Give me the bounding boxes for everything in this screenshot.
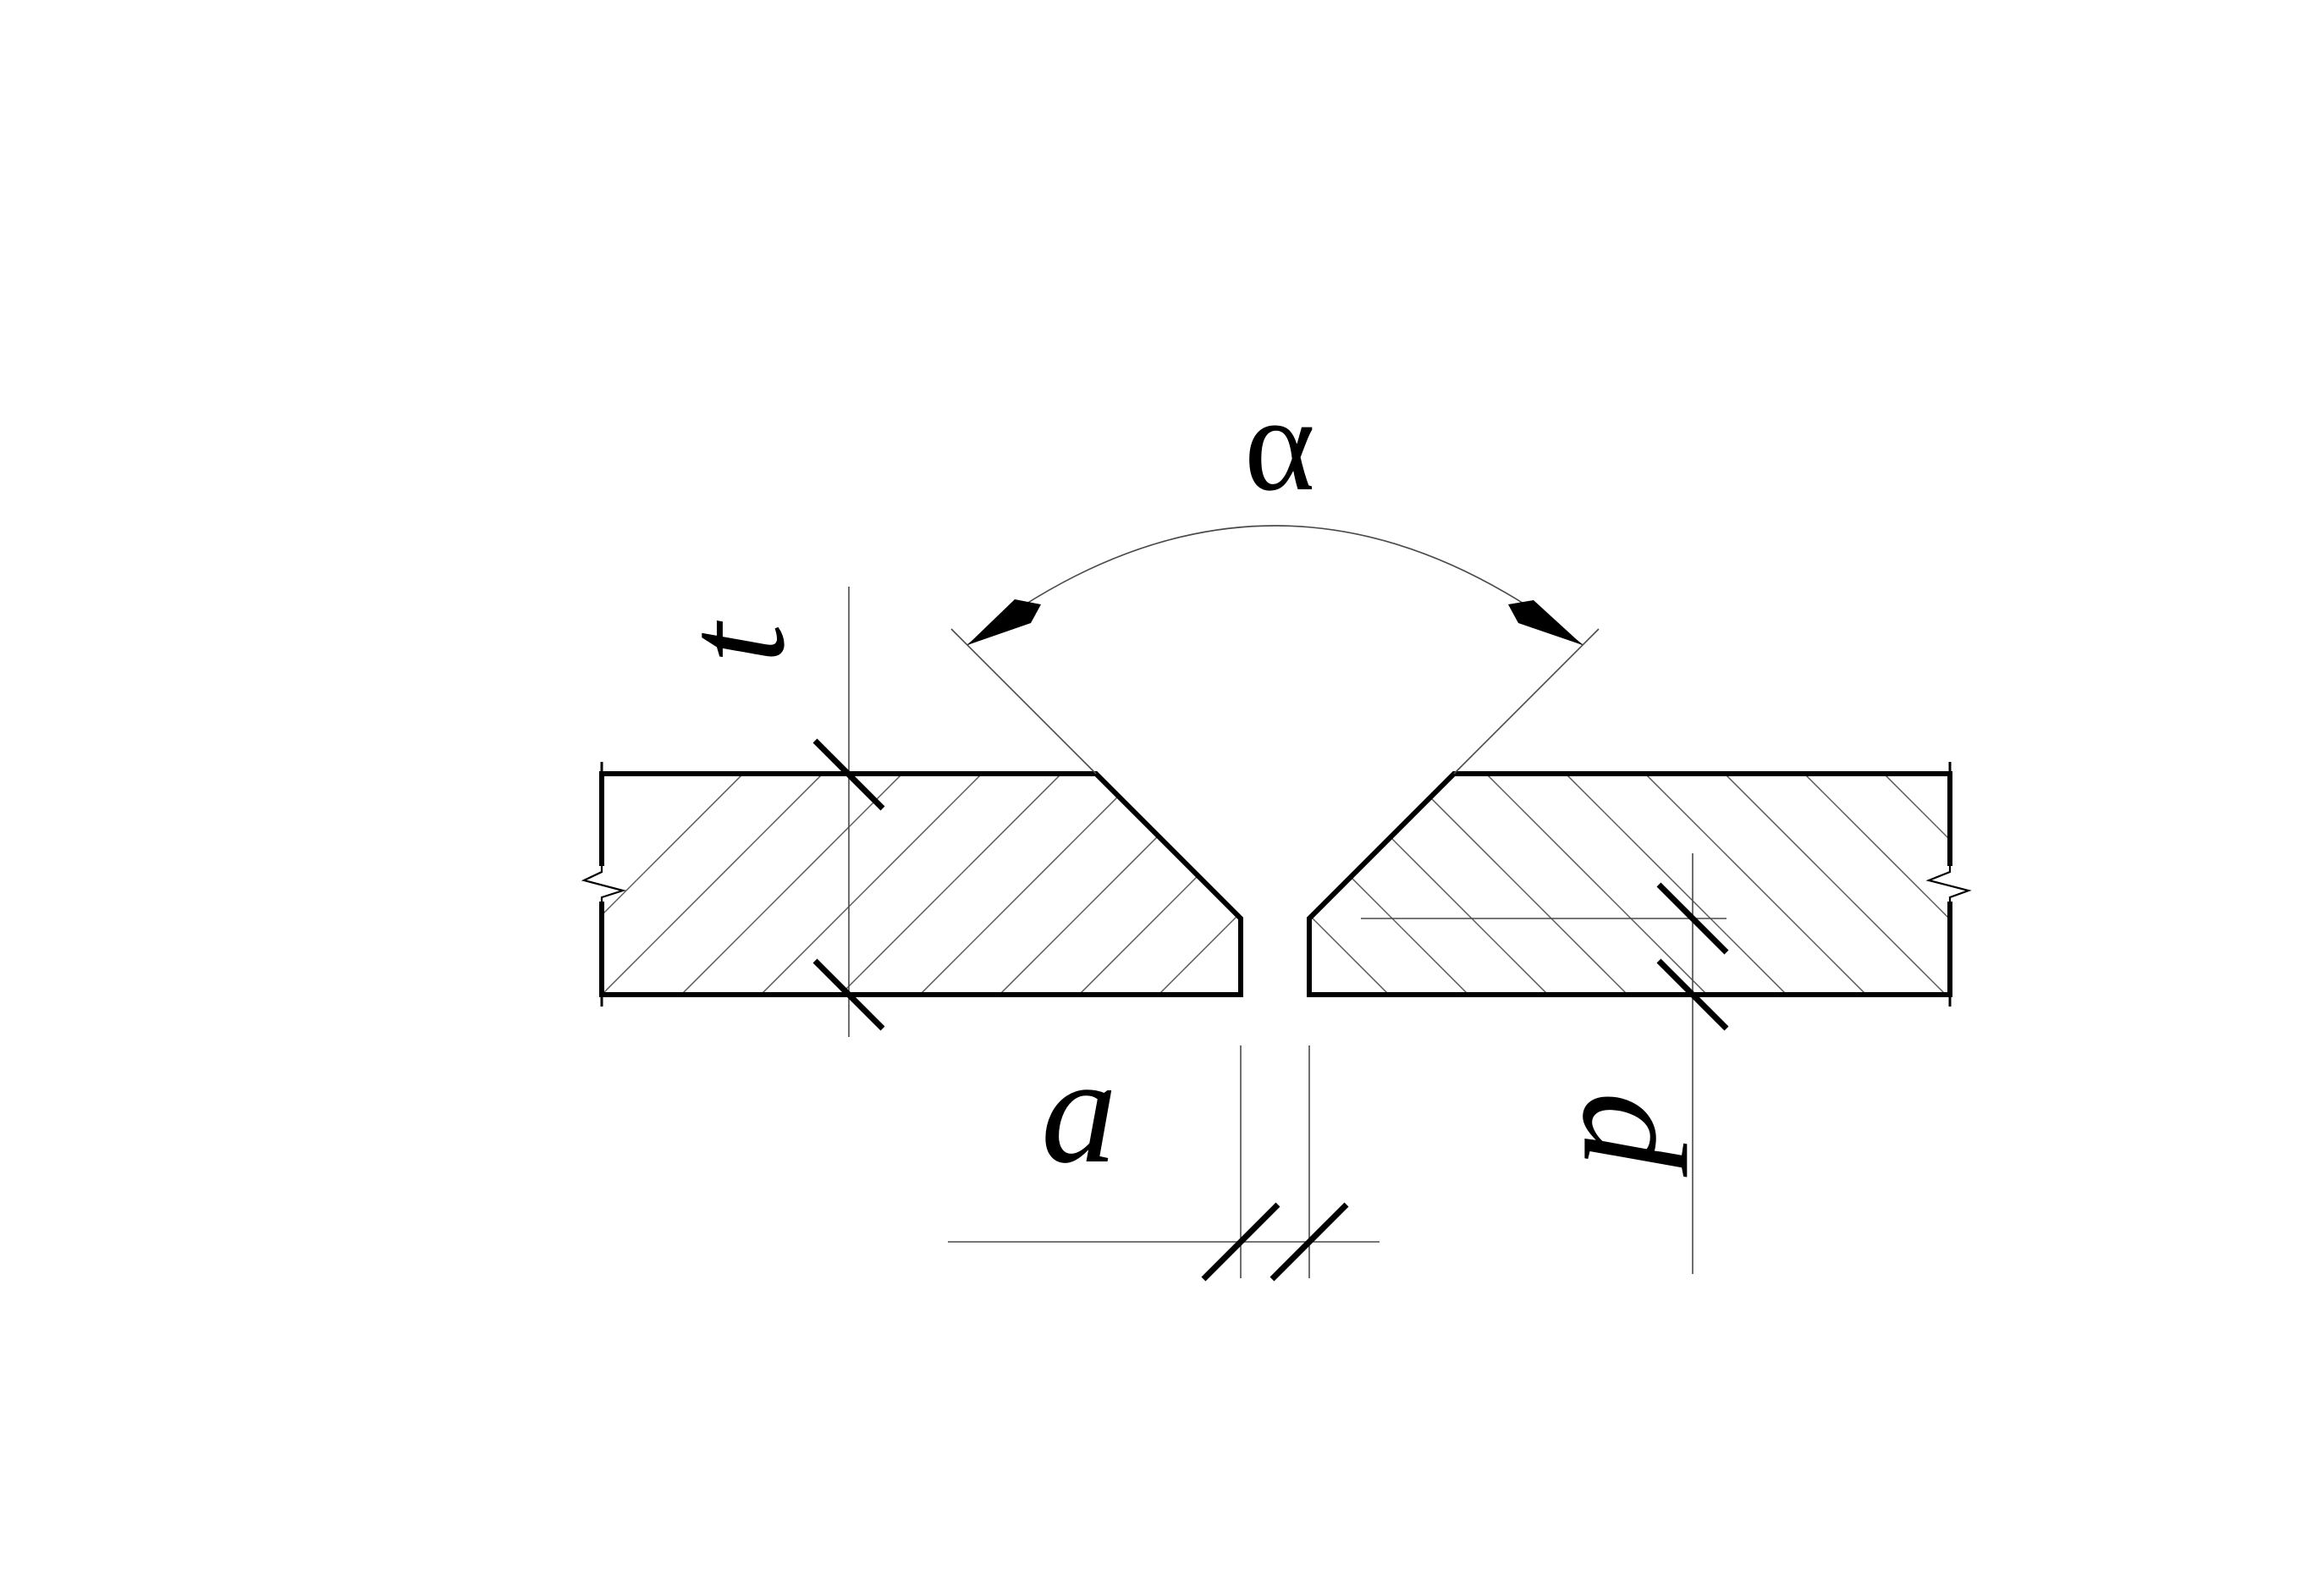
left-break-line	[581, 863, 626, 904]
right-plate	[1307, 762, 1972, 1007]
angle-extension-line-right	[1453, 628, 1600, 775]
angle-label: α	[1244, 368, 1315, 519]
right-plate-outline	[1307, 771, 1952, 997]
thickness-tick-top	[812, 738, 885, 811]
left-plate-outline	[599, 771, 1243, 997]
left-plate	[581, 762, 1243, 1007]
angle-dimension: α	[950, 368, 1600, 775]
angle-dimension-arc	[966, 525, 1583, 646]
gap-dimension: a	[948, 1026, 1380, 1282]
right-break-line	[1925, 863, 1972, 904]
gap-label: a	[1041, 1026, 1117, 1194]
angle-extension-line-left	[950, 628, 1097, 775]
thickness-tick-bottom	[812, 958, 885, 1031]
root-face-dimension: p	[1361, 853, 1729, 1274]
gap-tick-left	[1201, 1202, 1280, 1282]
root-face-tick-bottom	[1656, 958, 1729, 1031]
thickness-label: t	[655, 621, 814, 664]
angle-arrowhead-right	[1508, 600, 1583, 645]
root-face-tick-top	[1656, 882, 1729, 955]
thickness-dimension: t	[655, 587, 885, 1037]
root-face-label: p	[1519, 1092, 1688, 1178]
right-plate-hatching	[1309, 774, 1950, 995]
angle-arrowhead-left	[967, 599, 1041, 645]
gap-tick-right	[1269, 1202, 1349, 1282]
